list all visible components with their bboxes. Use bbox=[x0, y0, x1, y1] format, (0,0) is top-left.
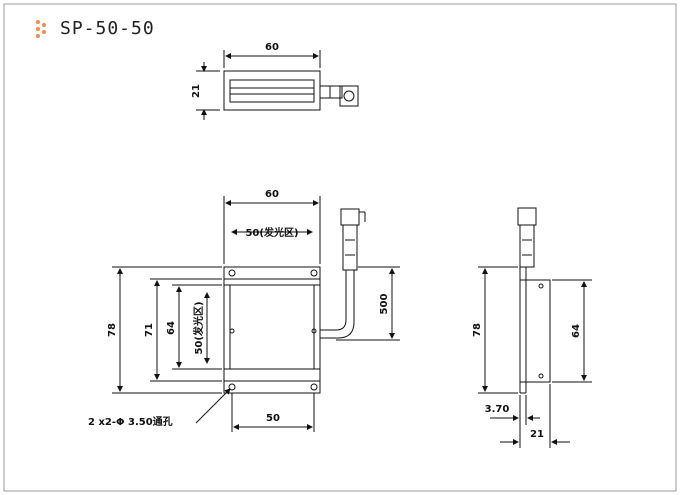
header: SP-50-50 bbox=[36, 18, 155, 39]
top-view-plug bbox=[339, 85, 359, 107]
front-view-frame-71 bbox=[223, 278, 321, 382]
top-view-width-label: 60 bbox=[265, 42, 279, 53]
top-view-height-label: 21 bbox=[191, 84, 202, 98]
top-view-connector bbox=[319, 85, 343, 99]
side-view-height-64-label: 64 bbox=[571, 324, 582, 338]
dot-cluster-logo-icon bbox=[36, 19, 52, 38]
front-view-hole-note: 2 x2-Φ 3.50通孔 bbox=[88, 415, 173, 428]
front-view-emitting-height-label: 50(发光区) bbox=[192, 301, 205, 354]
top-view-inner bbox=[229, 79, 315, 103]
front-view-body bbox=[223, 266, 321, 394]
front-view-cable bbox=[320, 270, 347, 331]
front-view-height-71-label: 71 bbox=[144, 323, 155, 337]
side-view bbox=[478, 207, 592, 448]
mount-hole-top bbox=[228, 269, 236, 277]
front-view-height-78-label: 78 bbox=[107, 323, 118, 337]
top-view bbox=[196, 50, 359, 120]
front-view-connector bbox=[342, 224, 358, 271]
page-title: SP-50-50 bbox=[60, 18, 155, 39]
side-view-body bbox=[519, 279, 551, 383]
side-view-offset-label: 3.70 bbox=[485, 404, 510, 415]
side-view-plug bbox=[517, 207, 537, 226]
front-view-emitting-width-label: 50(发光区) bbox=[245, 226, 298, 239]
top-view-body bbox=[223, 70, 321, 111]
mount-hole-bottom bbox=[228, 383, 236, 391]
side-view-connector bbox=[519, 224, 535, 268]
front-view-cable-length-label: 500 bbox=[379, 294, 390, 315]
front-view-height-64-label: 64 bbox=[166, 321, 177, 335]
side-view-depth-label: 21 bbox=[530, 429, 544, 440]
front-view-emitting-area bbox=[229, 284, 315, 370]
side-view-height-78-label: 78 bbox=[472, 323, 483, 337]
front-view-width-label: 60 bbox=[265, 189, 279, 200]
front-view-hole-spacing-label: 50 bbox=[266, 413, 280, 424]
front-view-plug bbox=[340, 208, 360, 226]
top-view-plug-hole bbox=[343, 90, 355, 102]
front-view bbox=[112, 196, 400, 432]
page-frame bbox=[3, 3, 677, 492]
